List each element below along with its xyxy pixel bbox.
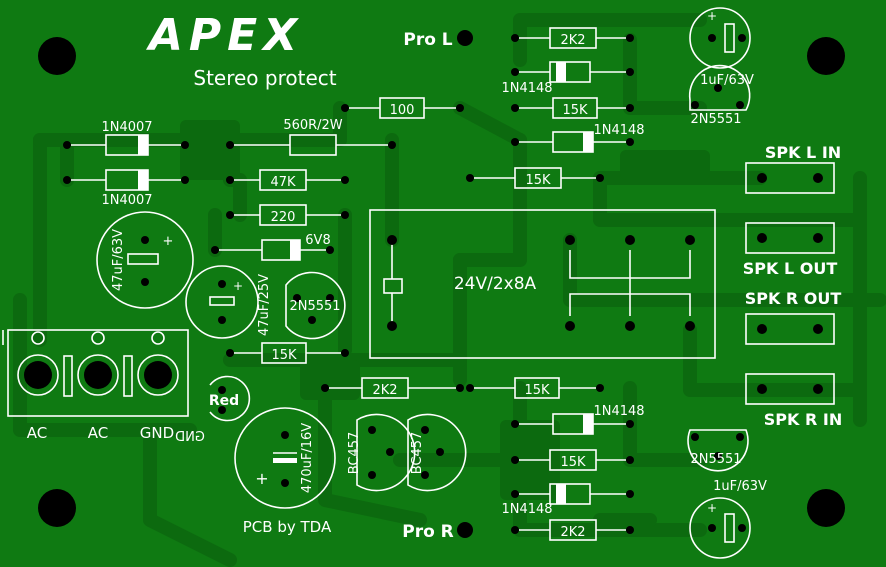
pro-r-label: Pro R <box>402 522 454 542</box>
mounting-hole-bottom-left <box>38 489 76 527</box>
resistor-2k2-top-label: 2K2 <box>560 33 585 48</box>
spk-r-in-label: SPK R IN <box>764 410 842 429</box>
capacitor-1uf-bottom-label: 1uF/63V <box>713 479 767 494</box>
capacitor-1uf-top-label: 1uF/63V <box>700 73 754 88</box>
zener-6v8: 6V8 <box>211 233 334 261</box>
diode-1n4007-bottom-label: 1N4007 <box>101 193 152 208</box>
diode-1n4148-1: 1N4148 <box>501 61 634 96</box>
resistor-2k2-bottom-label: 2K2 <box>560 525 585 540</box>
spk-l-in-label: SPK L IN <box>765 143 841 162</box>
capacitor-470uf-16v: 470uF/16V + <box>234 407 336 509</box>
resistor-15k-top1-label: 15K <box>562 103 588 118</box>
resistor-15k-mid: 15K <box>466 377 604 399</box>
terminal-label-ac-2: AC <box>88 424 108 442</box>
transistor-2n5551-left-label: 2N5551 <box>289 299 340 314</box>
transistor-2n5551-top-label: 2N5551 <box>690 112 741 127</box>
spk-r-in-connector <box>745 373 835 405</box>
resistor-15k-bottom-label: 15K <box>560 455 586 470</box>
diode-1n4148-2-label: 1N4148 <box>593 123 644 138</box>
logo: APEX <box>146 10 303 61</box>
credit-text: PCB by TDA <box>243 518 332 536</box>
transistor-bc457-1: BC457 <box>347 413 416 492</box>
mounting-hole-top-right <box>807 37 845 75</box>
terminal-block: AC AC GND <box>2 329 189 442</box>
transistor-bc457-2-label: BC457 <box>410 432 425 475</box>
mounting-hole-top-left <box>38 37 76 75</box>
spk-l-out-label: SPK L OUT <box>743 259 838 278</box>
capacitor-1uf-bottom: + 1uF/63V <box>689 479 767 559</box>
resistor-47k: 47K <box>226 169 349 191</box>
led-red-label: Red <box>209 393 239 409</box>
diode-1n4148-4: 1N4148 <box>501 483 634 517</box>
resistor-560r: 560R/2W <box>226 118 396 156</box>
resistor-2k2-bottom: 2K2 <box>511 519 634 541</box>
diode-1n4148-2: 1N4148 <box>511 123 645 153</box>
transistor-2n5551-top: 2N5551 <box>688 64 751 127</box>
zener-6v8-label: 6V8 <box>305 233 330 248</box>
led-red: Red <box>209 375 251 422</box>
diode-1n4007-bottom: 1N4007 <box>63 169 189 208</box>
resistor-220: 220 <box>226 204 349 226</box>
capacitor-47uf-63v: 47uF/63V + <box>96 211 194 309</box>
mounting-hole-bottom-right <box>807 489 845 527</box>
resistor-15k-bottom: 15K <box>511 449 634 471</box>
pro-r-pad <box>457 522 473 538</box>
spk-l-out-connector <box>745 222 835 254</box>
diode-1n4148-3: 1N4148 <box>511 404 645 435</box>
resistor-47k-label: 47K <box>270 175 296 190</box>
pro-l-label: Pro L <box>403 30 452 50</box>
transistor-2n5551-bottom: 2N5551 <box>687 429 749 472</box>
diode-1n4148-4-label: 1N4148 <box>501 502 552 517</box>
capacitor-47uf-25v-label: 47uF/25V <box>257 274 272 336</box>
capacitor-1uf-bottom-plus: + <box>707 501 717 515</box>
board-title: Stereo protect <box>193 66 336 90</box>
capacitor-47uf-25v-plus: + <box>233 279 243 293</box>
diode-1n4148-1-label: 1N4148 <box>501 81 552 96</box>
resistor-2k2-top: 2K2 <box>511 27 634 49</box>
resistor-2k2-mid: 2K2 <box>321 377 464 399</box>
resistor-15k-top2-label: 15K <box>525 173 551 188</box>
transistor-2n5551-left: 2N5551 <box>285 271 346 340</box>
spk-l-in-connector <box>745 162 835 194</box>
resistor-15k-left-label: 15K <box>271 348 297 363</box>
capacitor-1uf-top-plus: + <box>707 9 717 23</box>
capacitor-470uf-16v-label: 470uF/16V <box>300 423 315 493</box>
terminal-label-ac-1: AC <box>27 424 47 442</box>
transistor-2n5551-bottom-label: 2N5551 <box>690 452 741 467</box>
mirrored-gnd-text: GND <box>175 430 205 445</box>
diode-1n4007-top: 1N4007 <box>63 120 189 156</box>
terminal-label-gnd: GND <box>140 424 174 442</box>
resistor-100-label: 100 <box>390 103 415 118</box>
spk-r-out-label: SPK R OUT <box>745 289 842 308</box>
transistor-bc457-2: BC457 <box>407 413 467 492</box>
resistor-100: 100 <box>341 97 464 119</box>
relay-label: 24V/2x8A <box>454 274 537 294</box>
capacitor-470uf-16v-plus: + <box>255 469 268 488</box>
capacitor-47uf-25v: 47uF/25V + <box>185 265 272 339</box>
relay: 24V/2x8A <box>369 209 716 359</box>
transistor-bc457-1-label: BC457 <box>347 432 362 475</box>
resistor-220-label: 220 <box>271 210 296 225</box>
spk-r-out-connector <box>745 313 835 345</box>
capacitor-1uf-top: + 1uF/63V <box>689 7 754 88</box>
diode-1n4007-top-label: 1N4007 <box>101 120 152 135</box>
resistor-2k2-mid-label: 2K2 <box>372 383 397 398</box>
resistor-15k-mid-label: 15K <box>524 383 550 398</box>
pro-l-pad <box>457 30 473 46</box>
capacitor-47uf-63v-plus: + <box>163 234 174 249</box>
resistor-560r-label: 560R/2W <box>283 118 342 133</box>
resistor-15k-top2: 15K <box>466 167 604 189</box>
diode-1n4148-3-label: 1N4148 <box>593 404 644 419</box>
resistor-15k-left: 15K <box>226 342 349 364</box>
resistor-15k-top1: 15K <box>511 97 634 119</box>
capacitor-47uf-63v-label: 47uF/63V <box>111 229 126 291</box>
